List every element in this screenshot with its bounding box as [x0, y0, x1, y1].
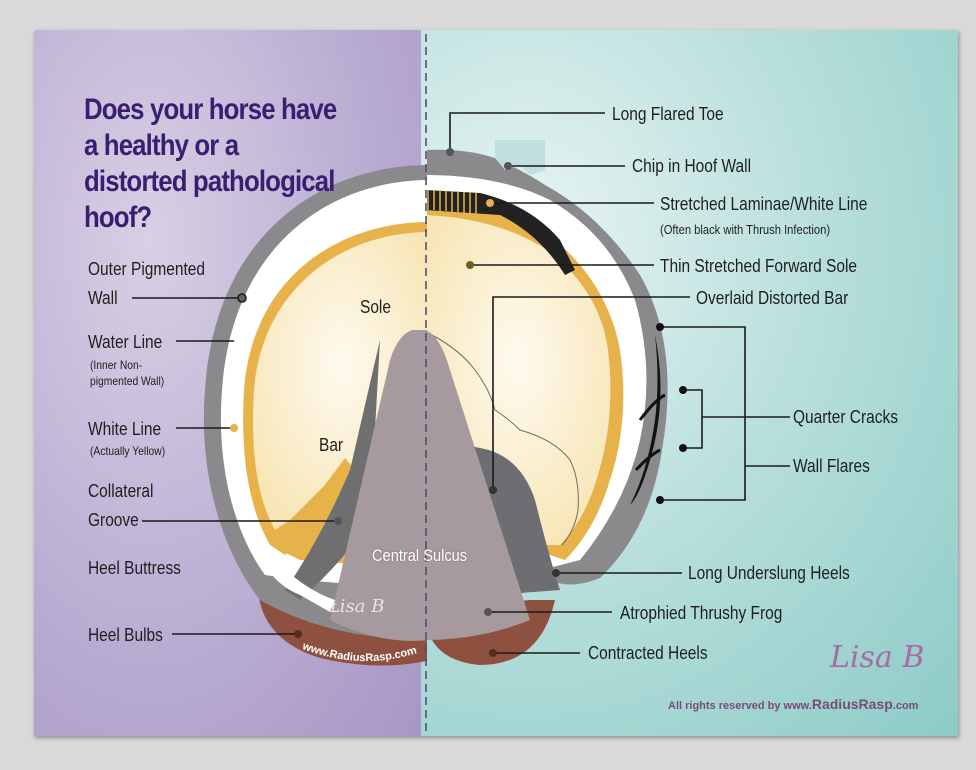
rights-prefix: All rights reserved by www. [668, 700, 812, 712]
label-overlaid-bar: Overlaid Distorted Bar [696, 287, 848, 309]
label-heel-buttress: Heel Buttress [88, 557, 181, 579]
label-wall-flares: Wall Flares [793, 455, 870, 477]
rights-brand: RadiusRasp [812, 696, 893, 712]
label-heel-bulbs: Heel Bulbs [88, 624, 163, 646]
label-white-line-note: (Actually Yellow) [90, 444, 165, 459]
label-stretched-laminae-note: (Often black with Thrush Infection) [660, 222, 830, 237]
label-outer-pigmented-2: Wall [88, 287, 118, 309]
label-collateral-1: Collateral [88, 480, 153, 502]
label-central-sulcus: Central Sulcus [372, 546, 467, 566]
label-long-flared-toe: Long Flared Toe [612, 103, 724, 125]
label-contracted-heels: Contracted Heels [588, 642, 708, 664]
rights-suffix: .com [893, 700, 919, 712]
signature: Lisa B [830, 640, 924, 675]
label-water-line-note-1: (Inner Non- [90, 358, 142, 373]
signature-on-hoof: ʟisa B [329, 596, 384, 617]
label-underslung-heels: Long Underslung Heels [688, 562, 850, 584]
healthy-hoof: ʟisa B www.RadiusRasp.com [204, 165, 430, 666]
page-title: Does your horse have a healthy or a dist… [84, 92, 342, 236]
distorted-hoof [425, 140, 668, 665]
label-sole: Sole [360, 297, 391, 318]
rights-notice: All rights reserved by www.RadiusRasp.co… [668, 696, 918, 712]
label-stretched-laminae: Stretched Laminae/White Line [660, 193, 867, 215]
label-chip-hoof-wall: Chip in Hoof Wall [632, 155, 751, 177]
label-water-line: Water Line [88, 331, 162, 353]
label-collateral-2: Groove [88, 509, 139, 531]
label-white-line: White Line [88, 418, 161, 440]
label-quarter-cracks: Quarter Cracks [793, 406, 898, 428]
label-thrushy-frog: Atrophied Thrushy Frog [620, 602, 782, 624]
label-thin-sole: Thin Stretched Forward Sole [660, 255, 857, 277]
label-water-line-note-2: pigmented Wall) [90, 374, 164, 389]
label-bar: Bar [319, 435, 343, 456]
label-outer-pigmented-1: Outer Pigmented [88, 258, 205, 280]
